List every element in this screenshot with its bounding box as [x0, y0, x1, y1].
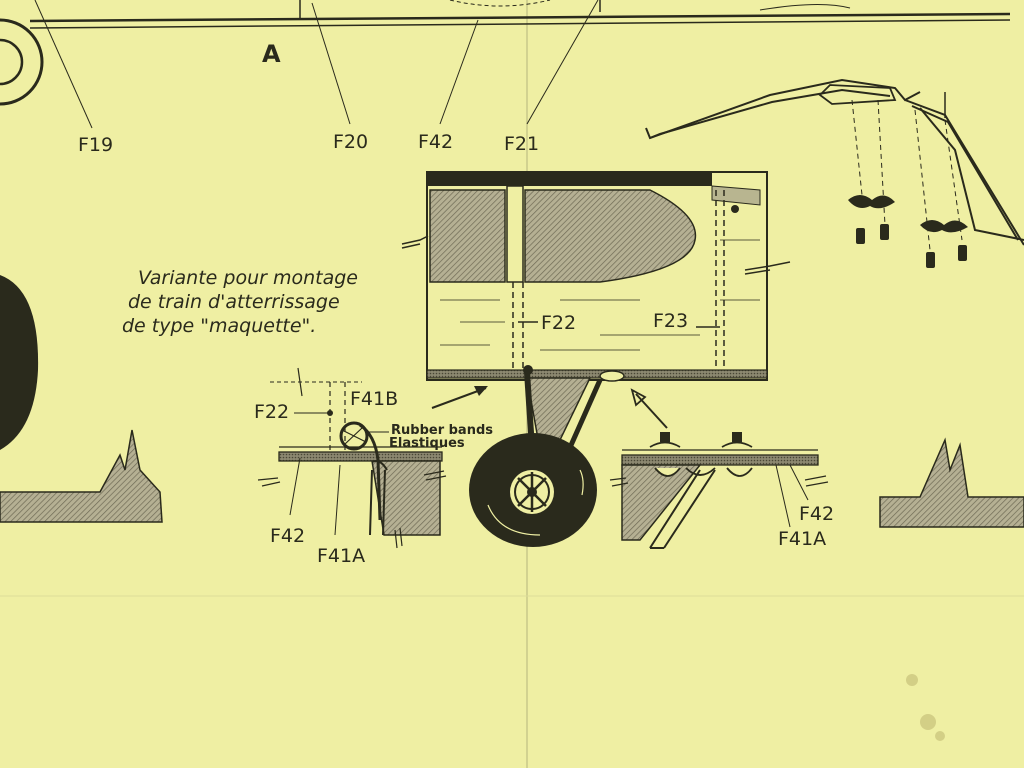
label-f22-fuselage: F22 [541, 312, 576, 334]
left-wing-stub [0, 429, 163, 523]
label-elastiques: Elastiques [389, 436, 465, 451]
label-f42-right-detail: F42 [799, 503, 834, 525]
caption-line-1: Variante pour montage [138, 267, 358, 289]
top-left-round-part [0, 18, 44, 106]
label-f20: F20 [333, 131, 368, 153]
left-detail-view [257, 367, 447, 549]
label-f19: F19 [78, 134, 113, 156]
section-marker: A [262, 40, 281, 68]
caption-line-3: de type "maquette". [122, 315, 316, 337]
pointer-arrow-left [431, 386, 488, 409]
pointer-arrow-right [630, 388, 668, 429]
caption-line-2: de train d'atterrissage [128, 291, 340, 313]
paper-stains [906, 674, 945, 741]
label-f41b: F41B [350, 388, 398, 410]
label-f41a-left-detail: F41A [317, 545, 365, 567]
label-f21: F21 [504, 133, 539, 155]
left-wheel-silhouette [0, 275, 39, 450]
label-f23-fuselage: F23 [653, 310, 688, 332]
top-wing-edge [29, 0, 1011, 29]
label-f41a-right-detail: F41A [778, 528, 826, 550]
fuselage-section [401, 171, 791, 381]
label-f42-left-detail: F42 [270, 525, 305, 547]
label-f22-detail: F22 [254, 401, 289, 423]
clamp-and-screws [848, 195, 968, 268]
label-rubber-bands: Rubber bands [391, 423, 493, 438]
right-detail-view [609, 432, 829, 549]
landing-gear-wheel [469, 433, 597, 547]
right-wing-stub [879, 437, 1024, 528]
label-f42-top: F42 [418, 131, 453, 153]
top-leader-lines [34, 0, 599, 129]
